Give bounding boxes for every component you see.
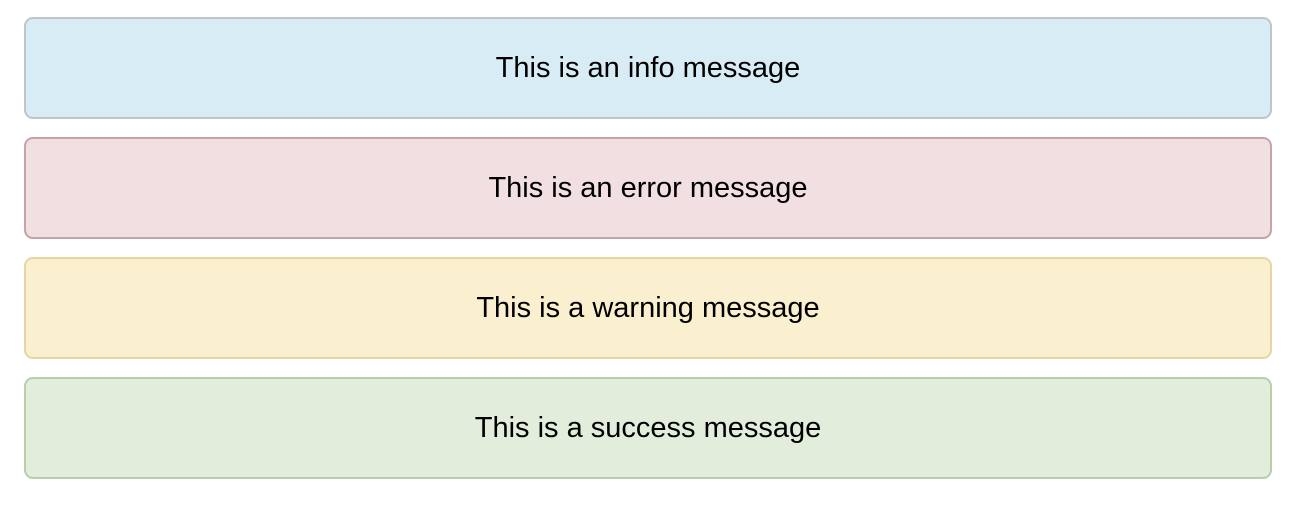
alert-info-message: This is an info message [495, 51, 801, 84]
alert-error-message: This is an error message [488, 171, 808, 204]
alert-info: This is an info message [24, 17, 1272, 119]
alert-error: This is an error message [24, 137, 1272, 239]
alert-success-message: This is a success message [474, 411, 822, 444]
alert-warning-message: This is a warning message [476, 291, 820, 324]
alert-stack: This is an info message This is an error… [24, 17, 1272, 479]
alert-success: This is a success message [24, 377, 1272, 479]
alert-warning: This is a warning message [24, 257, 1272, 359]
